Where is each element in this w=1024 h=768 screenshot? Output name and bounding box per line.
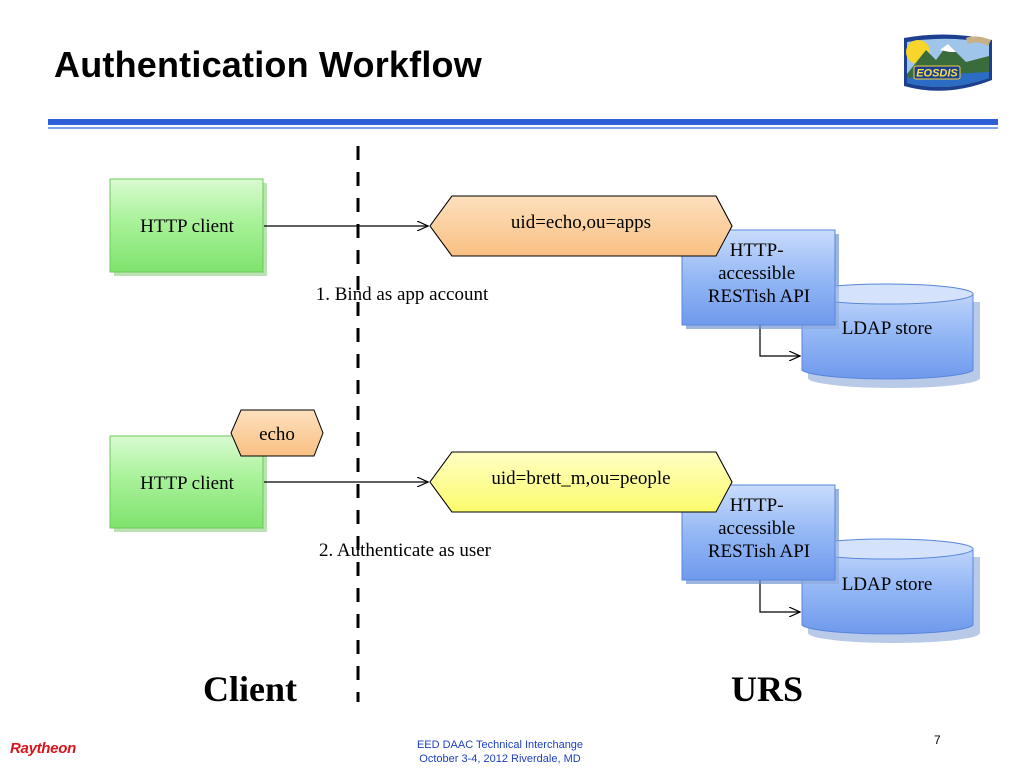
row2-api-to-store-connector <box>759 580 800 612</box>
row2-message-shape: uid=brett_m,ou=people <box>429 451 733 513</box>
row2-ldap-store: LDAP store <box>800 538 980 643</box>
row1-step-label: 1. Bind as app account <box>316 284 489 305</box>
row1-client-box: HTTP client <box>109 178 267 276</box>
row2-step-label: 2. Authenticate as user <box>319 540 492 561</box>
row2-ldap-label: LDAP store <box>842 574 933 595</box>
row1-ldap-label: LDAP store <box>842 318 933 339</box>
raytheon-logo: Raytheon <box>10 740 76 757</box>
row1-message-label: uid=echo,ou=apps <box>511 212 651 233</box>
client-side-label: Client <box>203 669 297 709</box>
row2-client-box: HTTP client <box>109 435 267 532</box>
row1-ldap-store: LDAP store <box>800 283 980 388</box>
row2-api-label-line1: HTTP- <box>737 495 791 516</box>
row2-token-shape: echo <box>230 409 324 457</box>
row2-client-label: HTTP client <box>140 473 234 494</box>
row1-client-label: HTTP client <box>140 216 234 237</box>
footer-line1: EED DAAC Technical Interchange <box>416 739 584 751</box>
row2-message-label: uid=brett_m,ou=people <box>491 468 670 489</box>
page-number: 7 <box>934 733 941 747</box>
row1-api-to-store-connector <box>759 325 800 356</box>
row2-token-label: echo <box>259 424 295 445</box>
title-rule-thick <box>48 119 998 125</box>
eosdis-logo-text: EOSDIS <box>916 68 958 80</box>
footer-line2: October 3-4, 2012 Riverdale, MD <box>419 753 581 765</box>
row1-api-box-front <box>682 230 835 325</box>
server-side-label: URS <box>731 669 803 709</box>
eosdis-logo-icon: EOSDIS <box>896 28 998 100</box>
row2-api-label-line2: accessible <box>725 518 802 539</box>
slide-title: Authentication Workflow <box>54 44 482 85</box>
title-rule-thin <box>48 127 998 129</box>
